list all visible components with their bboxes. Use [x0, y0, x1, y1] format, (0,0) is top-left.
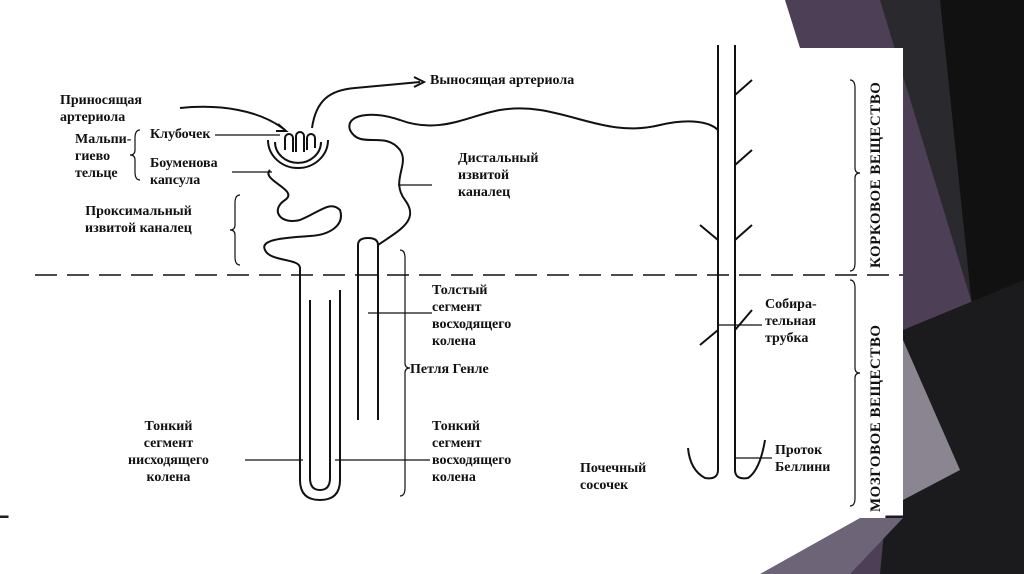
- label-line: сегмент: [432, 300, 482, 315]
- label-line: тельце: [75, 166, 118, 181]
- label-line: Почечный: [580, 461, 647, 476]
- proximal-brace: [229, 194, 241, 266]
- bowman-capsule-inner: [274, 141, 322, 164]
- renal-papilla-label: Почечный сосочек: [580, 460, 646, 494]
- label-line: Проток: [775, 443, 823, 458]
- collecting-duct-branches: [699, 79, 753, 346]
- label-line: восходящего: [432, 453, 512, 468]
- label-line: извитой: [458, 168, 510, 183]
- label-line: сосочек: [580, 478, 629, 493]
- label-line: Боуменова: [150, 156, 218, 171]
- label-line: восходящего: [432, 317, 512, 332]
- glomerulus: [284, 131, 316, 152]
- leader-lines: [215, 134, 772, 461]
- label-line: Мальпи-: [75, 132, 132, 147]
- label-line: сегмент: [432, 436, 482, 451]
- label-line: тельная: [765, 314, 816, 329]
- medulla-label: МОЗГОВОЕ ВЕЩЕСТВО: [868, 324, 884, 512]
- label-line: артериола: [60, 110, 126, 125]
- malpighian-brace: [129, 129, 141, 181]
- label-line: Тонкий: [432, 419, 480, 434]
- afferent-arteriole-label: Приносящая артериола: [60, 92, 142, 126]
- distal-tubule-label: Дистальный извитой каналец: [458, 150, 538, 201]
- label-line: Дистальный: [458, 151, 539, 166]
- label-line: каналец: [458, 185, 511, 200]
- bowman-capsule: [267, 139, 329, 169]
- label-line: трубка: [765, 331, 809, 346]
- proximal-tubule-label: Проксимальный извитой каналец: [85, 203, 192, 237]
- label-line: Толстый: [432, 283, 488, 298]
- proximal-tubule: [263, 169, 342, 300]
- label-line: извитой каналец: [85, 221, 192, 236]
- distal-tubule: [348, 107, 719, 246]
- label-line: колена: [146, 470, 191, 485]
- henle-brace: [399, 249, 411, 497]
- label-line: сегмент: [143, 436, 194, 451]
- efferent-arteriole: [311, 81, 421, 129]
- label-line: Приносящая: [60, 93, 142, 108]
- loop-of-henle-label: Петля Генле: [410, 362, 489, 377]
- label-line: Собира-: [765, 297, 817, 312]
- thick-ascending-label: Толстый сегмент восходящего колена: [432, 282, 511, 350]
- collecting-duct-label: Собира-тельная трубка: [765, 296, 817, 347]
- malpighian-body-label: Мальпи-гиево тельце: [75, 131, 131, 182]
- loop-of-henle-outer: [299, 290, 341, 502]
- collecting-duct-left: [687, 45, 719, 480]
- thin-ascending-label: Тонкий сегмент восходящего колена: [432, 418, 511, 486]
- label-line: колена: [432, 334, 476, 349]
- thick-ascending-limb: [357, 236, 379, 420]
- loop-of-henle-inner: [309, 300, 331, 492]
- arrow-icon: [276, 123, 289, 132]
- arrow-icon: [413, 76, 427, 88]
- label-line: Тонкий: [144, 419, 193, 434]
- thin-descending-label: Тонкий сегмент нисходящего колена: [128, 418, 209, 486]
- efferent-arteriole-label: Выносящая артериола: [430, 73, 575, 88]
- label-line: Проксимальный: [85, 204, 192, 219]
- label-line: капсула: [150, 173, 201, 188]
- collecting-duct-right: [734, 45, 766, 480]
- label-line: нисходящего: [128, 453, 209, 468]
- afferent-arteriole: [179, 105, 286, 131]
- label-line: гиево: [75, 149, 111, 164]
- bowman-capsule-label: Боуменова капсула: [150, 155, 218, 189]
- label-line: колена: [432, 470, 476, 485]
- label-line: Беллини: [775, 460, 831, 475]
- cortex-brace: [849, 79, 861, 272]
- medulla-brace: [849, 279, 861, 507]
- cortex-label: КОРКОВОЕ ВЕЩЕСТВО: [868, 81, 884, 268]
- glomerulus-label: Клубочек: [150, 127, 211, 142]
